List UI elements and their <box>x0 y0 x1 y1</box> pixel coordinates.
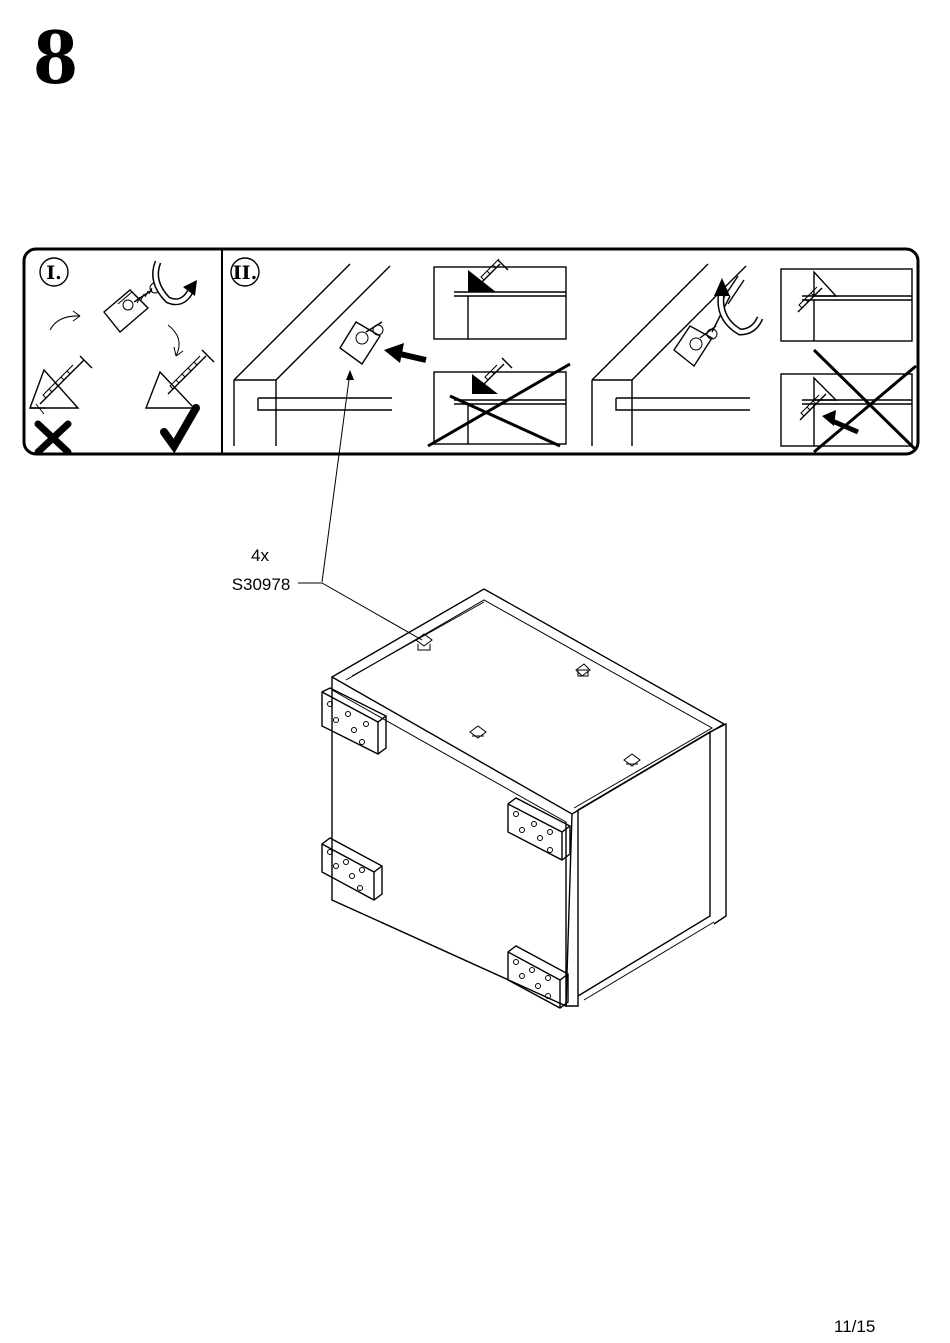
corner-bracket-icon <box>416 634 432 650</box>
wrong-cross-icon <box>428 364 570 446</box>
detail-correct-depth <box>781 269 912 341</box>
detail-wrong-gap <box>428 358 570 446</box>
corner-bracket-icon <box>470 726 486 738</box>
rotation-arrow-icon <box>714 278 760 332</box>
substep-two: II. <box>231 258 916 452</box>
wrong-cross-icon <box>814 350 916 452</box>
detail-wrong-depth <box>781 350 916 452</box>
push-arrow-icon <box>384 343 426 363</box>
cabinet-foot <box>508 946 568 1008</box>
detail-correct-flush <box>434 259 566 339</box>
corner-bracket-icon <box>340 322 383 364</box>
callout-quantity: 4x <box>251 546 269 565</box>
correct-screw-example <box>146 350 214 408</box>
cabinet-foot <box>322 838 382 900</box>
corner-bracket-icon <box>624 754 640 766</box>
rotation-arrow-icon <box>156 262 197 302</box>
correct-check-icon <box>164 408 196 446</box>
callout-part-code: S30978 <box>232 575 291 594</box>
corner-bracket-icon <box>576 664 590 676</box>
cabinet-illustration <box>322 589 726 1008</box>
substep-two-label: II. <box>233 262 257 284</box>
wrong-screw-example <box>30 356 92 414</box>
substep-one: I. <box>30 258 214 452</box>
wrong-cross-icon <box>38 424 68 452</box>
curved-arrow-icon <box>50 316 80 330</box>
substep-one-label: I. <box>46 262 62 284</box>
curved-arrow-icon <box>168 325 179 356</box>
page-number: 11/15 <box>834 1317 875 1337</box>
